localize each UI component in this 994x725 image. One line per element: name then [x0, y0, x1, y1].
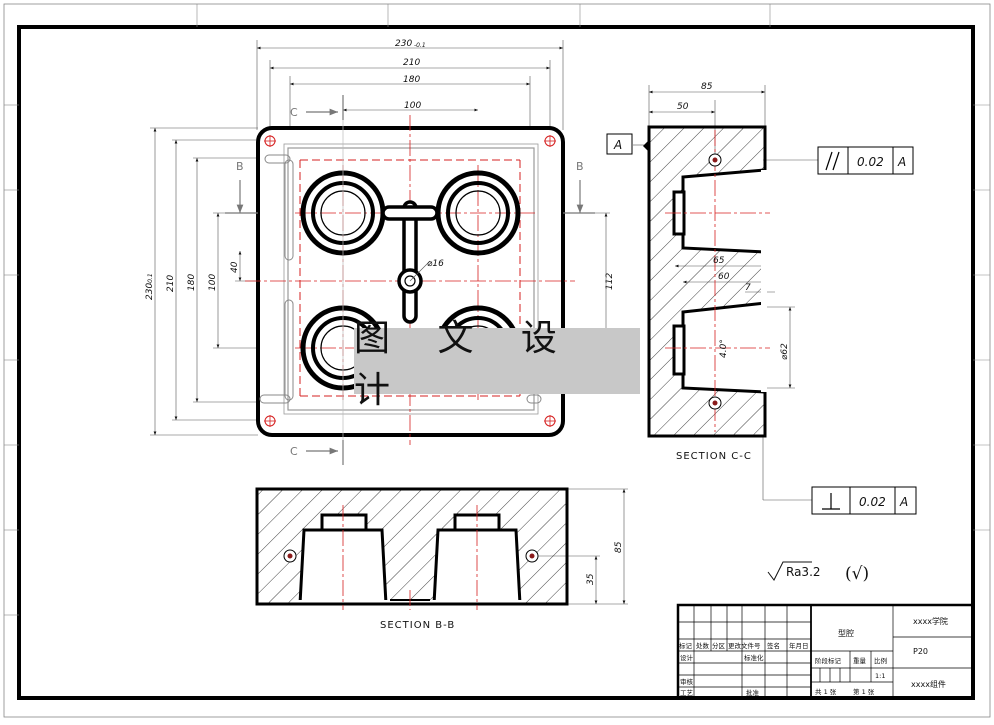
section-cc-title: SECTION C-C: [676, 451, 752, 462]
tb-material: 型腔: [838, 628, 854, 638]
tb-process: 工艺: [680, 689, 694, 697]
tb-name: xxxx组件: [911, 679, 946, 689]
dim-bb-height-35: 35: [586, 573, 596, 585]
parallel-tolerance-value: 0.02: [857, 155, 884, 169]
datum-label: A: [613, 138, 622, 152]
dim-width-180: 180: [403, 75, 420, 85]
dim-overall-width-tol: -0.1: [414, 42, 426, 49]
tb-header-count: 处数: [696, 641, 710, 650]
title-block: [676, 603, 975, 700]
dim-bb-height-85: 85: [614, 541, 624, 553]
tb-header-sign: 签名: [767, 641, 780, 650]
dim-height-180: 180: [187, 274, 197, 291]
tb-header-zone: 分区: [712, 641, 726, 650]
section-cc-view: [606, 85, 917, 515]
watermark-banner: 图 文 设 计: [354, 318, 640, 411]
tb-stage: 阶段标记: [815, 656, 842, 665]
roughness-value: Ra3.2: [786, 565, 821, 579]
dim-cc-depth-7: 7: [745, 283, 751, 293]
dim-cc-width-65: 65: [713, 256, 725, 266]
section-bb-view: [255, 487, 628, 610]
tb-approve: 批准: [746, 688, 760, 697]
tb-sheet-no: 第 1 张: [853, 687, 875, 696]
tb-weight: 重量: [853, 657, 867, 665]
parallel-tolerance-ref: A: [897, 155, 906, 169]
tb-company: xxxx学院: [913, 616, 948, 626]
perp-tolerance-value: 0.02: [859, 495, 886, 509]
section-mark-b-left: B: [236, 160, 244, 173]
dim-cc-width-50: 50: [677, 102, 689, 112]
dim-width-100: 100: [404, 101, 421, 111]
roughness-symbol: [767, 561, 812, 581]
dim-width-210: 210: [403, 58, 420, 68]
dim-height-210: 210: [166, 275, 176, 292]
tb-design: 设计: [680, 653, 694, 662]
dim-height-112: 112: [605, 273, 615, 290]
dim-height-100: 100: [208, 274, 218, 291]
dim-sprue-diameter: ⌀16: [427, 259, 444, 269]
dim-overall-width: 230: [395, 39, 412, 49]
tb-standard: 标准化: [744, 653, 764, 662]
dim-cc-diameter-62: ⌀62: [780, 343, 790, 360]
dim-draft-angle: 4.0°: [719, 339, 729, 358]
tb-sheets-total: 共 1 张: [815, 687, 837, 696]
tb-ratio: 比例: [874, 656, 887, 665]
tb-header-date: 年月日: [789, 641, 809, 650]
perp-tolerance-ref: A: [899, 495, 908, 509]
tb-part-no: P20: [913, 647, 928, 656]
tb-header-doc: 更改文件号: [728, 641, 761, 650]
tb-ratio-value: 1:1: [875, 672, 885, 680]
tb-header-mark: 标记: [679, 641, 693, 650]
tb-review: 审核: [680, 677, 694, 686]
dim-cc-width-60: 60: [718, 272, 730, 282]
section-mark-c-top: C: [290, 106, 298, 119]
dim-cc-width-85: 85: [701, 82, 713, 92]
dim-overall-height: 230: [145, 283, 155, 300]
section-bb-title: SECTION B-B: [380, 620, 455, 631]
dim-height-40: 40: [230, 261, 240, 273]
roughness-note: (√): [845, 564, 869, 584]
dim-overall-height-tol: -0.1: [147, 273, 154, 285]
drawing-frame: [3, 3, 991, 718]
section-mark-b-right: B: [576, 160, 584, 173]
section-mark-c-bottom: C: [290, 445, 298, 458]
